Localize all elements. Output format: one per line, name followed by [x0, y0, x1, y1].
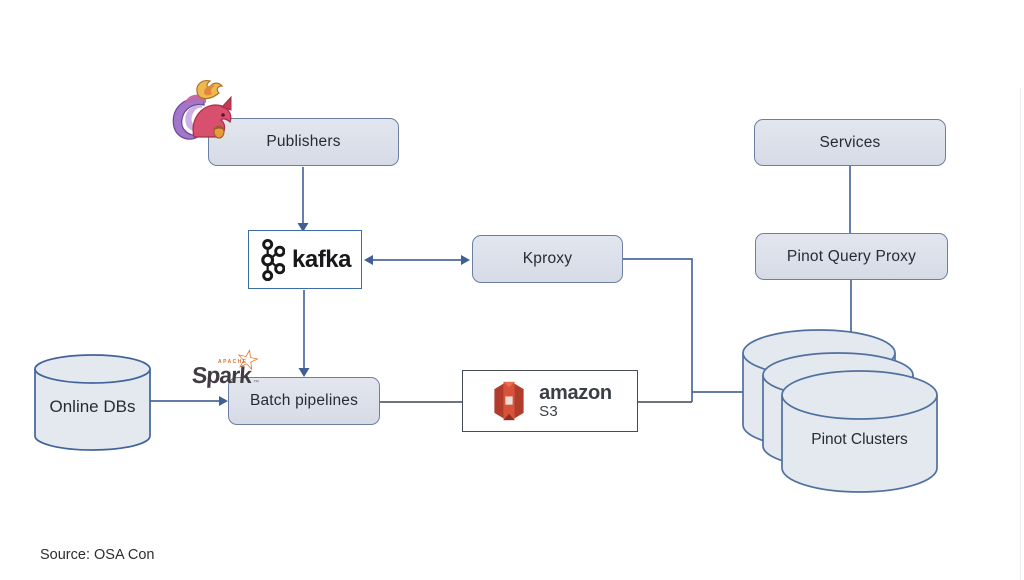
kafka-logo-icon — [261, 238, 286, 281]
arrowhead-into-kafka-top — [297, 223, 309, 232]
node-publishers: Publishers — [208, 118, 399, 166]
amazon-brand-label: amazon — [539, 381, 612, 404]
source-caption: Source: OSA Con — [40, 547, 155, 563]
kproxy-label: Kproxy — [522, 250, 573, 267]
node-batch-pipelines: Batch pipelines — [228, 377, 380, 425]
arrowhead-into-kafka-right — [364, 255, 373, 265]
spark-logo: APACHE ☆ Spark ™ — [191, 342, 263, 398]
node-amazon-s3: amazon S3 — [462, 370, 638, 432]
services-label: Services — [819, 133, 881, 151]
connectors — [150, 166, 852, 402]
arrowheads — [219, 223, 470, 406]
pinot-clusters-cylinders — [742, 329, 938, 493]
spark-tm-mark: ™ — [253, 380, 259, 386]
batch-pipelines-label: Batch pipelines — [249, 392, 359, 409]
kafka-wordmark: kafka — [292, 245, 351, 273]
amazon-s3-text: amazon S3 — [539, 381, 612, 420]
arrowhead-into-batch-left — [219, 396, 228, 406]
edge-kproxy-junction — [623, 258, 693, 402]
flink-squirrel-icon — [172, 80, 232, 140]
node-kafka: kafka — [248, 230, 362, 289]
online-dbs-label: Online DBs — [49, 397, 136, 416]
amazon-s3-icon — [494, 381, 524, 421]
publishers-label: Publishers — [266, 133, 341, 150]
spark-apache-label: APACHE — [218, 359, 248, 365]
node-services: Services — [754, 119, 946, 166]
pinot-query-proxy-label: Pinot Query Proxy — [786, 247, 917, 265]
online-dbs-cylinder — [34, 354, 151, 451]
spark-wordmark: Spark — [191, 362, 252, 388]
pinot-cylinder-front — [781, 370, 938, 493]
s3-product-label: S3 — [539, 402, 558, 420]
pinot-clusters-label: Pinot Clusters — [811, 431, 908, 448]
arrowhead-into-kproxy — [461, 255, 470, 265]
slide-edge-line — [1020, 88, 1021, 580]
node-kproxy: Kproxy — [472, 235, 623, 283]
arrowhead-into-batch-top — [298, 368, 310, 377]
node-pinot-query-proxy: Pinot Query Proxy — [755, 233, 948, 280]
